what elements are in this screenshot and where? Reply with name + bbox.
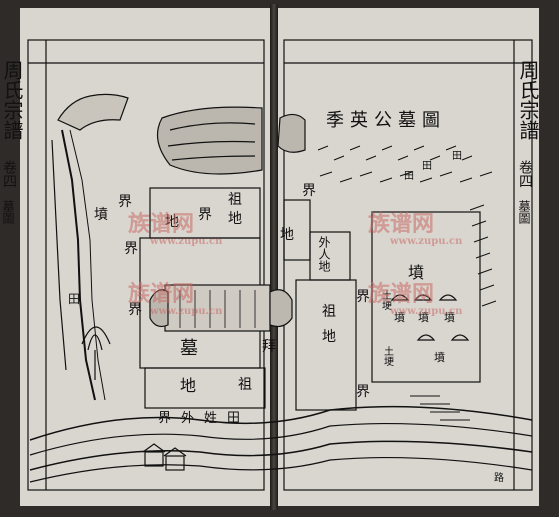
right-frame: [283, 39, 533, 491]
watermark-text-3: 族谱网: [128, 281, 195, 307]
label-field-r2: 田: [422, 161, 432, 172]
label-boundary-2: 界: [198, 207, 212, 223]
book-spine: [270, 4, 278, 510]
label-boundary-3: 界: [124, 241, 138, 257]
watermark-text-4: 族谱网: [368, 281, 435, 307]
label-boundary-4: 界: [128, 302, 142, 318]
bottom-boundary-label: 界外姓田: [158, 411, 251, 426]
watermark-url-4: www.zupu.cn: [390, 306, 463, 317]
label-boundary-1: 界: [118, 194, 132, 210]
watermark-url-2: www.zupu.cn: [390, 236, 463, 247]
label-outsider-land: 外人地: [317, 236, 331, 272]
watermark-url-1: www.zupu.cn: [150, 236, 223, 247]
label-grave-r3: 墳: [444, 311, 455, 324]
label-land-4: 地: [280, 227, 294, 243]
label-worship: 拜: [262, 339, 276, 355]
label-earth-2: 土: [384, 347, 394, 358]
label-grave-left: 墳: [94, 207, 108, 223]
label-tomb: 墓: [180, 338, 198, 359]
label-boundary-5: 界: [302, 183, 316, 199]
right-page: [276, 8, 539, 506]
label-land-1: 地: [228, 211, 242, 227]
label-grave-r4: 墳: [434, 351, 445, 364]
label-grave-r2: 墳: [418, 311, 429, 324]
watermark-text-1: 族谱网: [128, 211, 195, 237]
map-title: 季英公墓圖: [326, 110, 446, 131]
watermark-text-2: 族谱网: [368, 211, 435, 237]
label-ancestor-3: 祖: [322, 304, 336, 320]
label-field-r1: 田: [404, 171, 414, 182]
label-road: 路: [494, 473, 504, 484]
label-earth-1: 土: [382, 291, 392, 302]
label-ancestor-2: 祖: [238, 377, 252, 393]
label-boundary-6: 界: [356, 289, 370, 305]
volume-left: 卷四: [1, 160, 17, 188]
left-frame: [27, 39, 265, 491]
label-boundary-7: 界: [356, 384, 370, 400]
watermark-url-3: www.zupu.cn: [150, 306, 223, 317]
section-right: 墓圖: [517, 200, 531, 224]
volume-right: 卷四: [517, 160, 533, 188]
label-field-left: 田: [68, 292, 81, 306]
label-ancestor-1: 祖: [228, 192, 242, 208]
section-left: 墓圖: [1, 200, 15, 224]
label-field-r3: 田: [452, 151, 462, 162]
label-ridge-1: 埂: [382, 301, 392, 312]
spine-title-left: 周氏宗譜: [0, 60, 24, 140]
label-land-5: 地: [322, 329, 336, 345]
label-land-3: 地: [180, 376, 197, 395]
label-grave-r1: 墳: [394, 311, 405, 324]
spine-title-right: 周氏宗譜: [516, 60, 540, 140]
label-ridge-2: 埂: [384, 357, 394, 368]
label-land-2: 地: [165, 214, 179, 230]
label-grave-right: 墳: [408, 263, 425, 282]
